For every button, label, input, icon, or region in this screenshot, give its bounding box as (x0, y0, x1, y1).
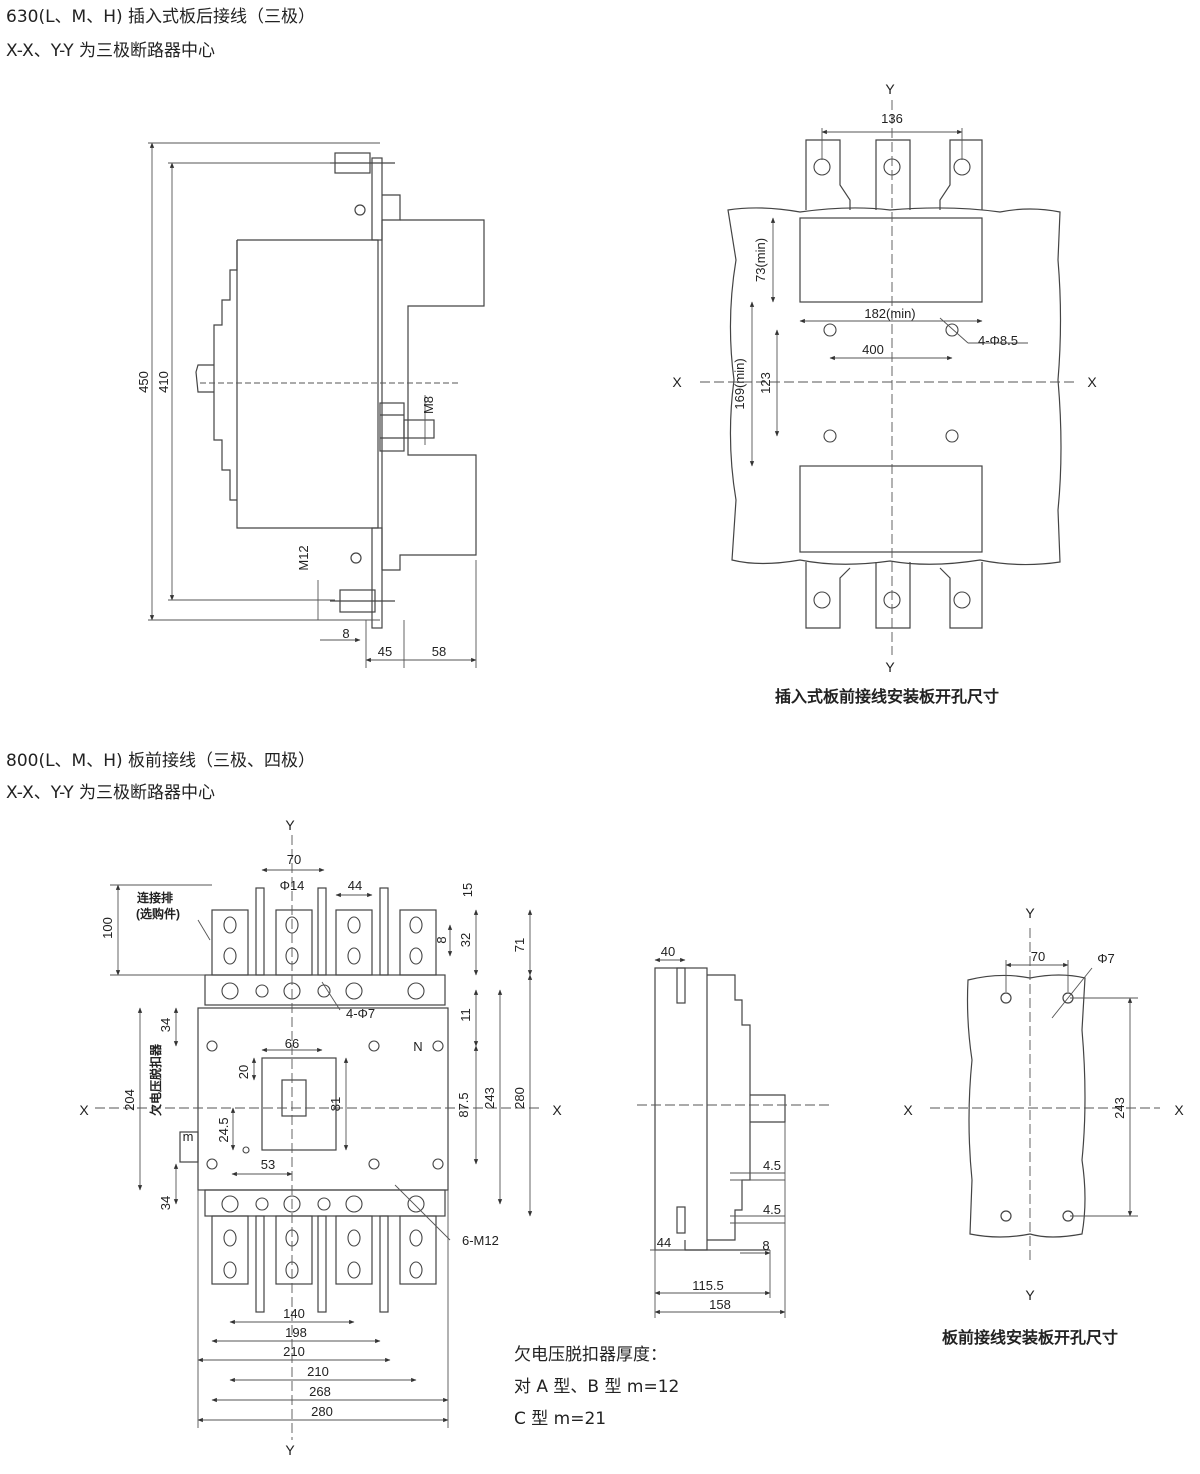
s2-panel-dim-70: 70 (1031, 949, 1045, 964)
s2-dim-70: 70 (287, 852, 301, 867)
s2-dim-8: 8 (434, 936, 449, 943)
s2-front-axis-top: Y (285, 817, 295, 833)
s2-front-holes (206, 916, 444, 1279)
s2-label-4phi7: 4-Φ7 (346, 1006, 375, 1021)
s2-side-dim-4-5-b: 4.5 (763, 1202, 781, 1217)
s2-label-busbar: 连接排 (137, 890, 173, 905)
s1-panel-dim-136: 136 (881, 111, 903, 126)
s2-dim-140: 140 (283, 1306, 305, 1321)
s1-side-view (195, 152, 485, 629)
s2-dim-81: 81 (328, 1097, 343, 1111)
section1-title: 630(L、M、H) 插入式板后接线（三极） (6, 7, 316, 27)
s2-side-dim-40: 40 (661, 944, 675, 959)
s2-label-m: m (183, 1129, 194, 1144)
s2-side-dim-8: 8 (762, 1238, 769, 1253)
s2-side-dim-44: 44 (657, 1235, 671, 1250)
s2-front-dims (95, 835, 540, 1440)
s2-side-dim-4-5-a: 4.5 (763, 1158, 781, 1173)
s2-panel-dim-243: 243 (1112, 1097, 1127, 1119)
s1-panel-dim-169min: 169(min) (732, 358, 747, 409)
s1-panel-axis-right: X (1087, 374, 1097, 390)
note-line3: C 型 m=21 (514, 1409, 607, 1429)
s2-dim-280-h: 280 (311, 1404, 333, 1419)
s2-side-dim-158: 158 (709, 1297, 731, 1312)
section2-title: 800(L、M、H) 板前接线（三极、四极） (6, 751, 316, 771)
s2-dim-210-a: 210 (283, 1344, 305, 1359)
s2-side-dims (637, 957, 830, 1318)
s2-panel-axis-left: X (903, 1102, 913, 1118)
s2-front-axis-bottom: Y (285, 1442, 295, 1458)
s1-dim-450: 450 (136, 371, 151, 393)
s2-dim-32: 32 (458, 933, 473, 947)
s2-dim-204: 204 (122, 1089, 137, 1111)
s2-panel-axis-right: X (1174, 1102, 1184, 1118)
s2-panel-dims (930, 928, 1160, 1260)
s1-dim-m8: M8 (421, 396, 436, 414)
s2-front-axis-left: X (79, 1102, 89, 1118)
s2-panel-dim-phi7: Φ7 (1097, 951, 1115, 966)
s1-dim-8: 8 (342, 626, 349, 641)
s1-side-dims (148, 142, 477, 668)
s2-dim-280-v: 280 (512, 1087, 527, 1109)
s2-dim-24-5: 24.5 (216, 1117, 231, 1142)
s1-panel-dim-182min: 182(min) (864, 306, 915, 321)
s2-dim-20: 20 (236, 1065, 251, 1079)
s1-dim-58: 58 (432, 644, 446, 659)
s2-front-axis-right: X (552, 1102, 562, 1118)
note-line1: 欠电压脱扣器厚度： (514, 1345, 667, 1365)
s2-dim-71: 71 (512, 938, 527, 952)
s2-dim-34-top: 34 (158, 1018, 173, 1032)
s2-dim-100: 100 (100, 917, 115, 939)
s1-panel-dim-400: 400 (862, 342, 884, 357)
s2-dim-87-5: 87.5 (456, 1092, 471, 1117)
s1-panel-dims (700, 100, 1075, 655)
section1-subtitle: X-X、Y-Y 为三极断路器中心 (6, 41, 216, 61)
s2-dim-34-bottom: 34 (158, 1196, 173, 1210)
s2-panel-caption: 板前接线安装板开孔尺寸 (942, 1328, 1118, 1347)
s2-panel-axis-top: Y (1025, 905, 1035, 921)
s1-panel-caption: 插入式板前接线安装板开孔尺寸 (775, 687, 999, 706)
s2-side-dim-115-5: 115.5 (692, 1278, 724, 1293)
s2-dim-phi14: Φ14 (280, 878, 305, 893)
s1-panel-dim-123: 123 (758, 372, 773, 394)
s1-panel-axis-top: Y (885, 81, 895, 97)
s2-dim-11: 11 (458, 1008, 473, 1022)
s1-dim-410: 410 (156, 371, 171, 393)
section2-subtitle: X-X、Y-Y 为三极断路器中心 (6, 783, 216, 803)
s1-panel-cutout (727, 139, 1062, 629)
s2-dim-53: 53 (261, 1157, 275, 1172)
s2-label-optional: (选购件) (136, 906, 180, 921)
s2-label-n: N (413, 1039, 422, 1054)
s2-label-6m12: 6-M12 (462, 1233, 499, 1248)
s2-dim-210-b: 210 (307, 1364, 329, 1379)
s1-panel-dim-hole: 4-Φ8.5 (978, 333, 1018, 348)
s2-dim-268: 268 (309, 1384, 331, 1399)
s2-dim-243: 243 (482, 1087, 497, 1109)
s1-panel-axis-left: X (672, 374, 682, 390)
s2-front-view (179, 887, 449, 1313)
s2-dim-44: 44 (348, 878, 362, 893)
s1-panel-dim-73min: 73(min) (753, 238, 768, 282)
s2-panel-cutout (966, 974, 1086, 1238)
s2-label-undervoltage: 欠电压脱扣器 (148, 1043, 163, 1116)
s2-dim-15: 15 (460, 883, 475, 897)
s1-dim-m12: M12 (296, 545, 311, 570)
s2-panel-axis-bottom: Y (1025, 1287, 1035, 1303)
s2-dim-66: 66 (285, 1036, 299, 1051)
s1-dim-45: 45 (378, 644, 392, 659)
s2-dim-198: 198 (285, 1325, 307, 1340)
note-line2: 对 A 型、B 型 m=12 (514, 1377, 680, 1397)
s1-panel-axis-bottom: Y (885, 659, 895, 675)
